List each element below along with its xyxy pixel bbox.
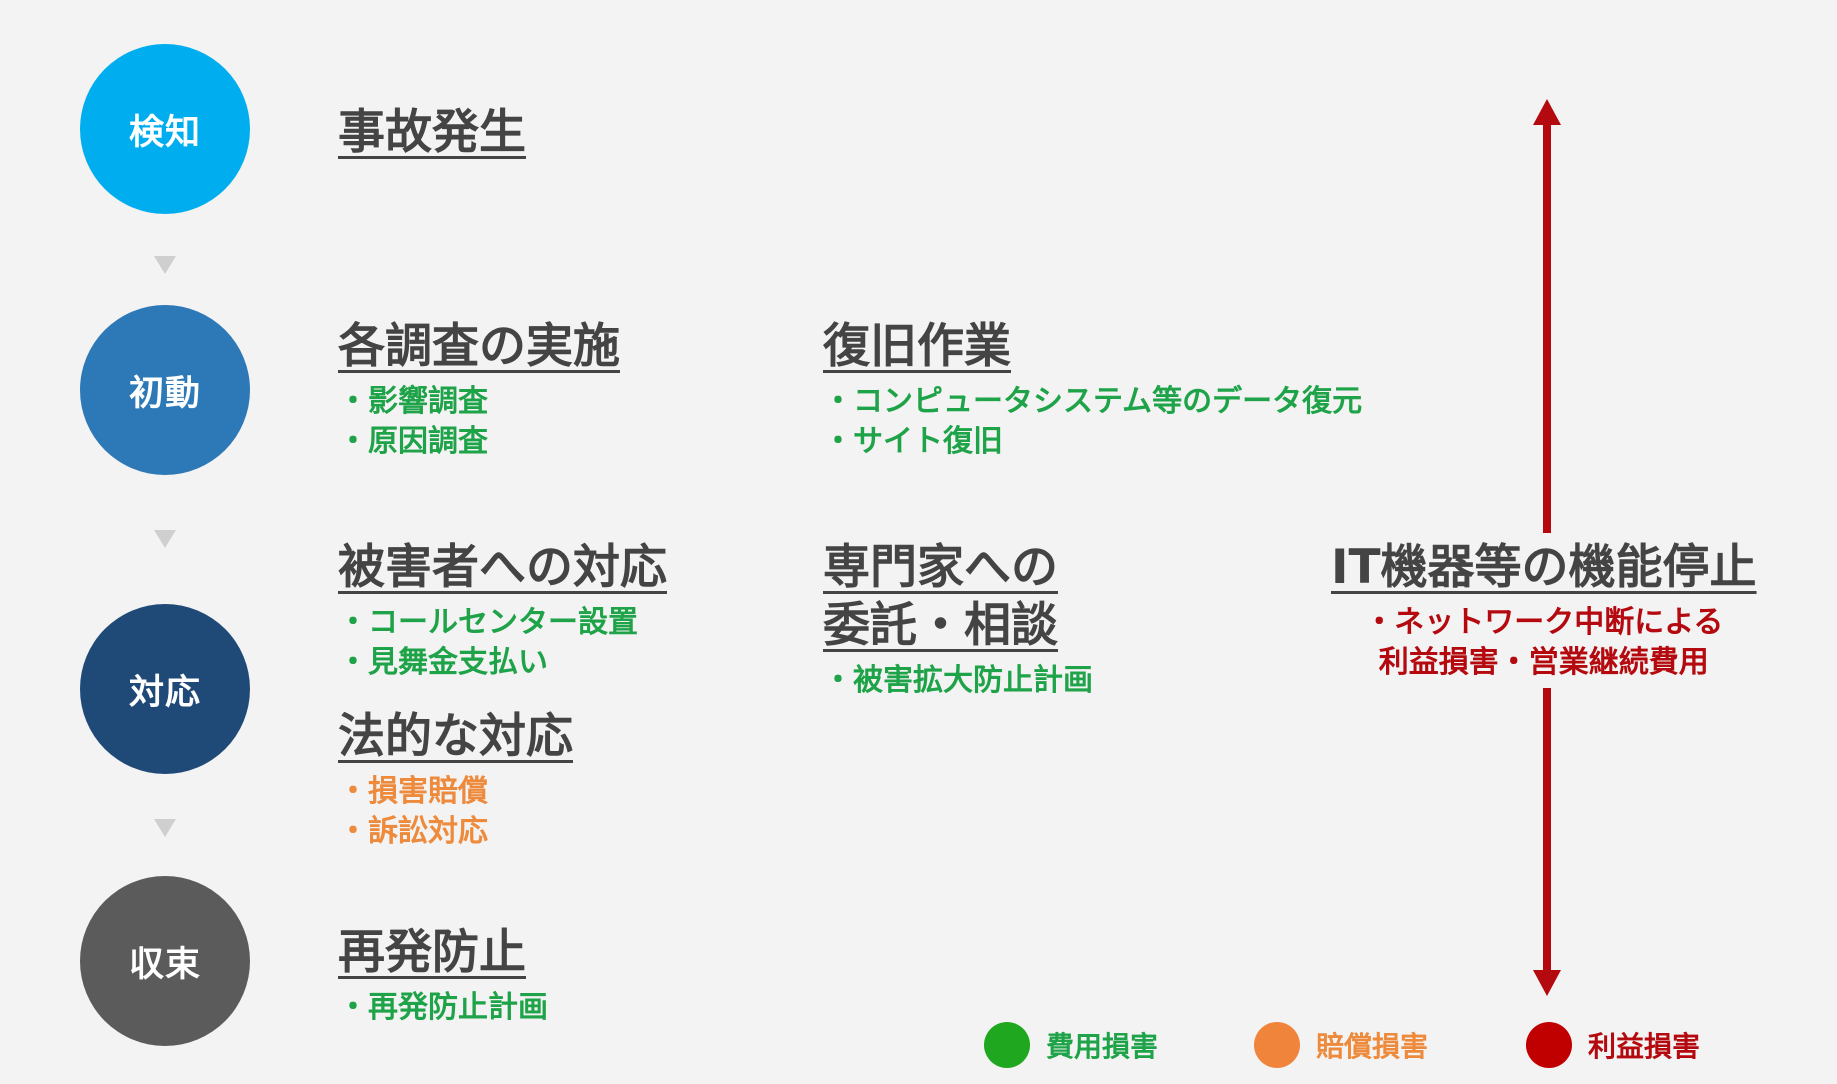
prevention-block: 再発防止 ・再発防止計画: [338, 924, 548, 1028]
arrow-shaft-lower: [1543, 688, 1551, 974]
incident-block: 事故発生: [338, 104, 526, 162]
down-arrow-icon: [154, 819, 176, 837]
expert-block: 専門家への 委託・相談 ・被害拡大防止計画: [823, 539, 1093, 701]
arrow-head-up: [1533, 99, 1561, 125]
recovery-item: ・コンピュータシステム等のデータ復元: [823, 384, 1363, 419]
it-outage-heading: IT機器等の機能停止: [1331, 540, 1757, 595]
legend-item-expense: 費用損害: [984, 1022, 1158, 1068]
investigation-block: 各調査の実施 ・影響調査 ・原因調査: [338, 318, 620, 462]
prevention-item: ・再発防止計画: [338, 990, 548, 1025]
legend-label: 賠償損害: [1316, 1030, 1429, 1063]
legend-label: 費用損害: [1046, 1030, 1159, 1063]
expert-item: ・被害拡大防止計画: [823, 663, 1093, 698]
legend-item-compensation: 賠償損害: [1254, 1022, 1428, 1068]
phase-label: 検知: [128, 112, 201, 153]
it-outage-block: IT機器等の機能停止 ・ネットワーク中断による 利益損害・営業継続費用: [1331, 539, 1757, 683]
phase-label: 初動: [128, 373, 201, 414]
arrow-head-down: [1533, 970, 1561, 996]
legend-label: 利益損害: [1588, 1030, 1701, 1063]
phase-circle-response: 対応: [80, 604, 250, 774]
victim-response-item: ・コールセンター設置: [338, 605, 638, 640]
investigation-item: ・原因調査: [338, 424, 488, 459]
it-outage-item: 利益損害・営業継続費用: [1378, 645, 1709, 680]
phase-label: 対応: [128, 672, 201, 713]
it-outage-item: ・ネットワーク中断による: [1364, 605, 1724, 640]
legend-dot-orange: [1254, 1022, 1300, 1068]
legal-response-heading: 法的な対応: [338, 709, 573, 764]
legal-response-block: 法的な対応 ・損害賠償 ・訴訟対応: [338, 708, 573, 852]
phase-circle-initial: 初動: [80, 305, 250, 475]
incident-heading: 事故発生: [338, 105, 526, 160]
down-arrow-icon: [154, 530, 176, 548]
expert-heading-line1: 専門家への: [823, 540, 1058, 595]
victim-response-heading: 被害者への対応: [338, 540, 667, 595]
phase-circle-detection: 検知: [80, 44, 250, 214]
phase-circle-closure: 収束: [80, 876, 250, 1046]
recovery-block: 復旧作業 ・コンピュータシステム等のデータ復元 ・サイト復旧: [823, 318, 1362, 462]
legend-dot-red: [1526, 1022, 1572, 1068]
legend-item-profit: 利益損害: [1526, 1022, 1700, 1068]
recovery-item: ・サイト復旧: [823, 424, 1003, 459]
phase-label: 収束: [128, 944, 201, 985]
victim-response-block: 被害者への対応 ・コールセンター設置 ・見舞金支払い: [338, 539, 667, 683]
legend-dot-green: [984, 1022, 1030, 1068]
investigation-item: ・影響調査: [338, 384, 488, 419]
victim-response-item: ・見舞金支払い: [338, 645, 548, 680]
recovery-heading: 復旧作業: [823, 319, 1011, 374]
legal-response-item: ・損害賠償: [338, 774, 488, 809]
prevention-heading: 再発防止: [338, 925, 526, 980]
investigation-heading: 各調査の実施: [338, 319, 620, 374]
down-arrow-icon: [154, 256, 176, 274]
expert-heading-line2: 委託・相談: [823, 598, 1058, 653]
arrow-shaft-upper: [1543, 123, 1551, 533]
legal-response-item: ・訴訟対応: [338, 814, 488, 849]
